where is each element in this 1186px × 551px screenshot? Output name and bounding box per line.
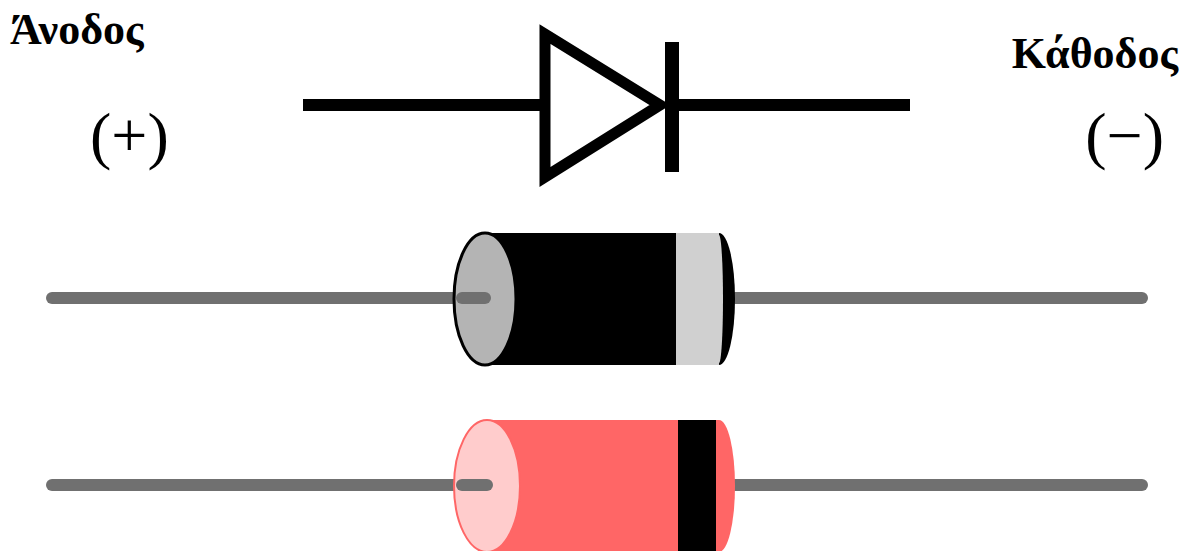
terminal-name: Άνοδος	[10, 8, 144, 52]
polarity-sign: (−)	[1085, 104, 1164, 168]
polarity-sign: (+)	[90, 104, 169, 168]
red-diode	[52, 420, 1142, 551]
diode-symbol	[303, 34, 910, 177]
black-diode	[52, 233, 1142, 365]
terminal-name: Κάθοδος	[1012, 32, 1178, 76]
